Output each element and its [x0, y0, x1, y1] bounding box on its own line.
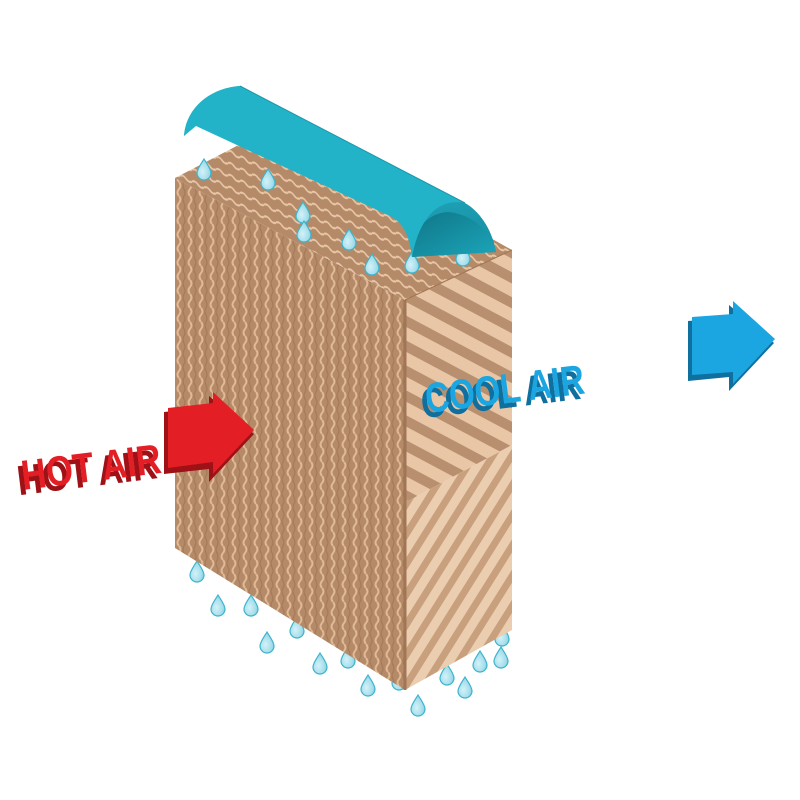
hot-air-label-front: HOT AIR — [19, 436, 164, 499]
pad-side-upper — [405, 250, 512, 500]
pad-side-lower — [405, 445, 512, 690]
hot-air-arrow: HOT AIR HOT AIR — [14, 392, 254, 504]
water-distribution-pipe — [184, 85, 496, 257]
pad-front-face — [175, 178, 405, 690]
